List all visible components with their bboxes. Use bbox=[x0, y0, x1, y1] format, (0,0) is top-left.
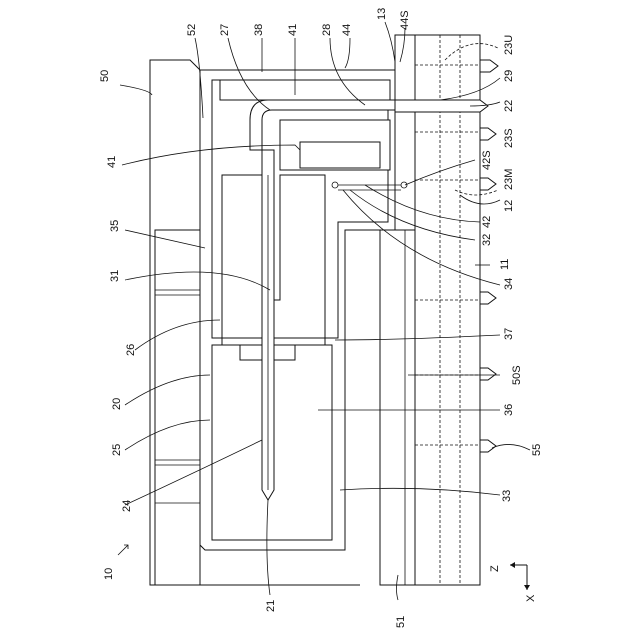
ref-arrow-10 bbox=[118, 545, 128, 555]
pin-tips bbox=[480, 60, 498, 452]
label-55: 55 bbox=[531, 444, 543, 456]
label-11: 11 bbox=[499, 259, 511, 270]
label-42S: 42S bbox=[481, 150, 493, 170]
label-41-top: 41 bbox=[287, 24, 299, 36]
label-23S: 23S bbox=[503, 128, 515, 148]
label-25: 25 bbox=[111, 444, 123, 456]
label-50S: 50S bbox=[511, 365, 523, 385]
inner-frame bbox=[155, 230, 200, 585]
label-21: 21 bbox=[265, 600, 277, 612]
label-26: 26 bbox=[125, 344, 137, 356]
axis-label-x: X bbox=[525, 594, 537, 602]
label-12: 12 bbox=[503, 200, 515, 212]
label-33: 33 bbox=[501, 490, 513, 502]
label-38: 38 bbox=[253, 24, 265, 36]
label-50: 50 bbox=[99, 70, 111, 82]
label-42: 42 bbox=[481, 216, 493, 228]
label-24: 24 bbox=[121, 500, 133, 512]
label-31: 31 bbox=[109, 270, 121, 282]
axis-indicator bbox=[510, 562, 530, 590]
label-44: 44 bbox=[341, 24, 353, 36]
upper-block-28 bbox=[220, 80, 390, 170]
label-36: 36 bbox=[503, 404, 515, 416]
label-34: 34 bbox=[503, 278, 515, 290]
label-13: 13 bbox=[376, 8, 388, 20]
axis-label-z: Z bbox=[489, 565, 501, 572]
label-37: 37 bbox=[503, 328, 515, 340]
label-35: 35 bbox=[109, 220, 121, 232]
label-41-left: 41 bbox=[106, 156, 118, 168]
right-board-11 bbox=[380, 35, 480, 585]
label-27: 27 bbox=[219, 24, 231, 36]
label-23U: 23U bbox=[503, 35, 515, 55]
label-52: 52 bbox=[186, 24, 198, 36]
label-22: 22 bbox=[503, 100, 515, 112]
label-28: 28 bbox=[321, 24, 333, 36]
label-20: 20 bbox=[111, 398, 123, 410]
label-10: 10 bbox=[103, 568, 115, 580]
label-32: 32 bbox=[481, 234, 493, 246]
label-44S: 44S bbox=[399, 10, 411, 30]
label-23M: 23M bbox=[503, 169, 515, 190]
label-29: 29 bbox=[503, 70, 515, 82]
label-51: 51 bbox=[395, 616, 407, 628]
